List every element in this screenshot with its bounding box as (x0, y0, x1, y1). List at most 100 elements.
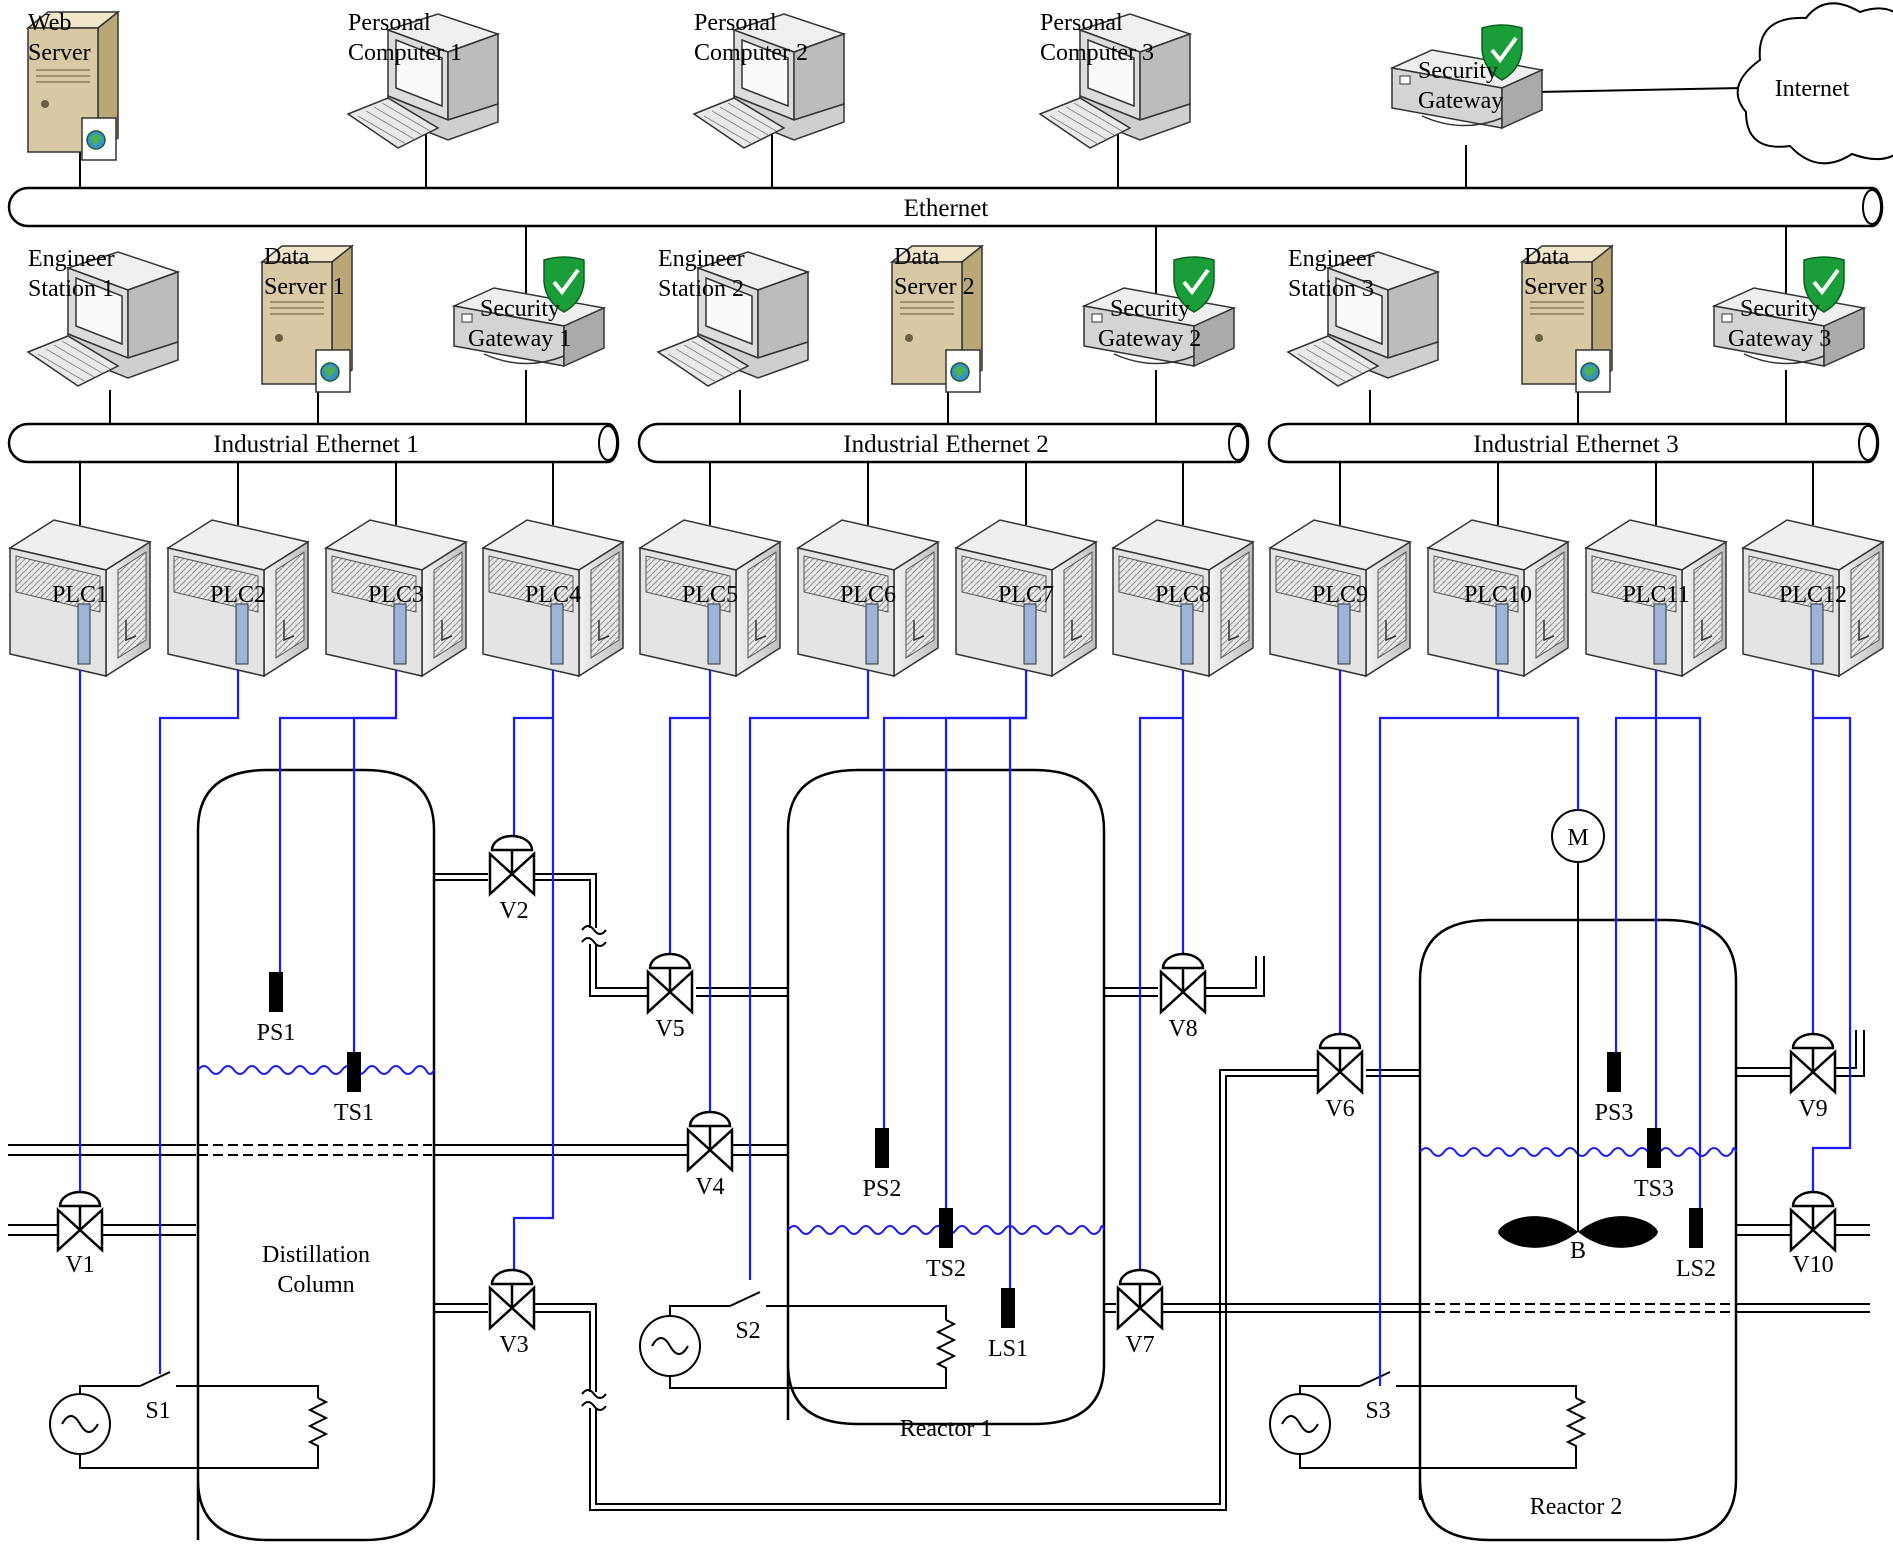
internet-cloud-icon (1736, 2, 1893, 165)
agitator-blade (1578, 1216, 1658, 1248)
ethernet-bus: Ethernet (7, 186, 1884, 228)
valve-icon (488, 1268, 536, 1331)
security-gateway-label: Security (1110, 296, 1190, 322)
security-gateway-1-icon (451, 256, 607, 368)
security-gateway-2-icon (1081, 256, 1237, 368)
engineer-station-label: Engineer (1288, 246, 1375, 272)
engineer-station-label: Engineer (28, 246, 115, 272)
sensor-label: PS2 (863, 1176, 902, 1202)
engineer-station-2-icon (656, 251, 811, 387)
plc-icon: PLC6 (796, 519, 940, 678)
industrial-ethernet-label: Industrial Ethernet 3 (1473, 431, 1679, 458)
security-gateway-label: Security (1418, 58, 1498, 84)
valve-label: V4 (695, 1174, 724, 1200)
web-server-icon (25, 10, 121, 161)
data-server-2-icon (889, 244, 985, 393)
vessel-label: Column (277, 1272, 354, 1298)
vessel-label: Reactor 1 (900, 1416, 993, 1442)
valve-icon (56, 1190, 104, 1253)
plc-icon: PLC8 (1111, 519, 1255, 678)
valve-icon (646, 952, 694, 1015)
plc-label: PLC10 (1464, 582, 1532, 608)
valve-label: V1 (65, 1252, 94, 1278)
sensor-label: LS2 (1676, 1256, 1716, 1282)
plc-label: PLC2 (210, 582, 266, 608)
sensor-label: PS1 (257, 1020, 296, 1046)
sensor-icon (875, 1128, 889, 1168)
valve-label: V3 (499, 1332, 528, 1358)
switch-label: S2 (735, 1318, 760, 1344)
plc-icon: PLC12 (1741, 519, 1885, 678)
plc-label: PLC11 (1622, 582, 1689, 608)
vessel-label: Reactor 2 (1530, 1494, 1623, 1520)
valve-label: V5 (655, 1016, 684, 1042)
personal-computer-3-icon (1038, 13, 1193, 149)
data-server-1-icon (259, 244, 355, 393)
engineer-station-label: Station 3 (1288, 276, 1374, 302)
data-server-3-icon (1519, 244, 1615, 393)
web-server-label: Web (28, 10, 71, 36)
plc-icon: PLC1 (8, 519, 152, 678)
sensor-icon (1647, 1128, 1661, 1168)
plc-icon: PLC7 (954, 519, 1098, 678)
valve-label: V2 (499, 898, 528, 924)
control-lines (78, 670, 1852, 1386)
sensor-icon (1689, 1208, 1703, 1248)
ethernet-label: Ethernet (904, 195, 989, 222)
security-gateway-3-icon (1711, 256, 1867, 368)
industrial-ethernet-2: Industrial Ethernet 2 (637, 422, 1250, 464)
sensor-label: TS3 (1634, 1176, 1674, 1202)
personal-computer-2-icon (692, 13, 847, 149)
engineer-station-1-icon (26, 251, 181, 387)
valve-label: V9 (1798, 1096, 1827, 1122)
engineer-station-label: Station 1 (28, 276, 114, 302)
agitator-blade (1498, 1216, 1578, 1248)
valve-icon (1789, 1032, 1837, 1095)
personal-computer-label: Computer 2 (694, 40, 808, 66)
process-pipes (8, 873, 1870, 1511)
data-server-label: Data (894, 244, 940, 270)
internet-label: Internet (1775, 76, 1850, 102)
personal-computer-label: Personal (1040, 10, 1123, 36)
plc-label: PLC9 (1312, 582, 1368, 608)
data-server-label: Server 3 (1524, 274, 1605, 300)
switch-label: S3 (1365, 1398, 1390, 1424)
data-server-label: Server 2 (894, 274, 975, 300)
reactor-2 (1418, 918, 1738, 1542)
industrial-ethernet-label: Industrial Ethernet 2 (843, 431, 1049, 458)
valve-icon (686, 1110, 734, 1173)
plc-icon: PLC5 (638, 519, 782, 678)
valve-icon (488, 834, 536, 897)
data-server-label: Data (264, 244, 310, 270)
personal-computer-1-icon (346, 13, 501, 149)
plc-label: PLC1 (52, 582, 108, 608)
security-gateway-label: Security (480, 296, 560, 322)
sensor-icon (269, 972, 283, 1012)
personal-computer-label: Personal (348, 10, 431, 36)
sensor-label: LS1 (988, 1336, 1028, 1362)
valve-icon (1316, 1032, 1364, 1095)
blade-label: B (1570, 1238, 1586, 1264)
vessel-label: Distillation (262, 1242, 370, 1268)
valve-label: V6 (1325, 1096, 1354, 1122)
liquid-level (1419, 1147, 1737, 1157)
sensor-icon (1607, 1052, 1621, 1092)
web-server-label: Server (28, 40, 91, 66)
sensor-label: TS1 (334, 1100, 374, 1126)
network-wires (79, 87, 1814, 525)
industrial-ethernet-3: Industrial Ethernet 3 (1267, 422, 1880, 464)
valve-icon (1116, 1268, 1164, 1331)
distillation-column (196, 768, 436, 1542)
industrial-ethernet-1: Industrial Ethernet 1 (7, 422, 620, 464)
sensor-icon (1001, 1288, 1015, 1328)
plc-label: PLC12 (1779, 582, 1847, 608)
heater-circuit-2 (639, 1291, 957, 1389)
industrial-ethernet-label: Industrial Ethernet 1 (213, 431, 419, 458)
heater-circuit-1 (49, 1371, 329, 1469)
sensor-label: TS2 (926, 1256, 966, 1282)
personal-computer-label: Computer 3 (1040, 40, 1154, 66)
security-gateway-label: Gateway 2 (1098, 326, 1201, 352)
security-gateway-label: Gateway 3 (1728, 326, 1831, 352)
